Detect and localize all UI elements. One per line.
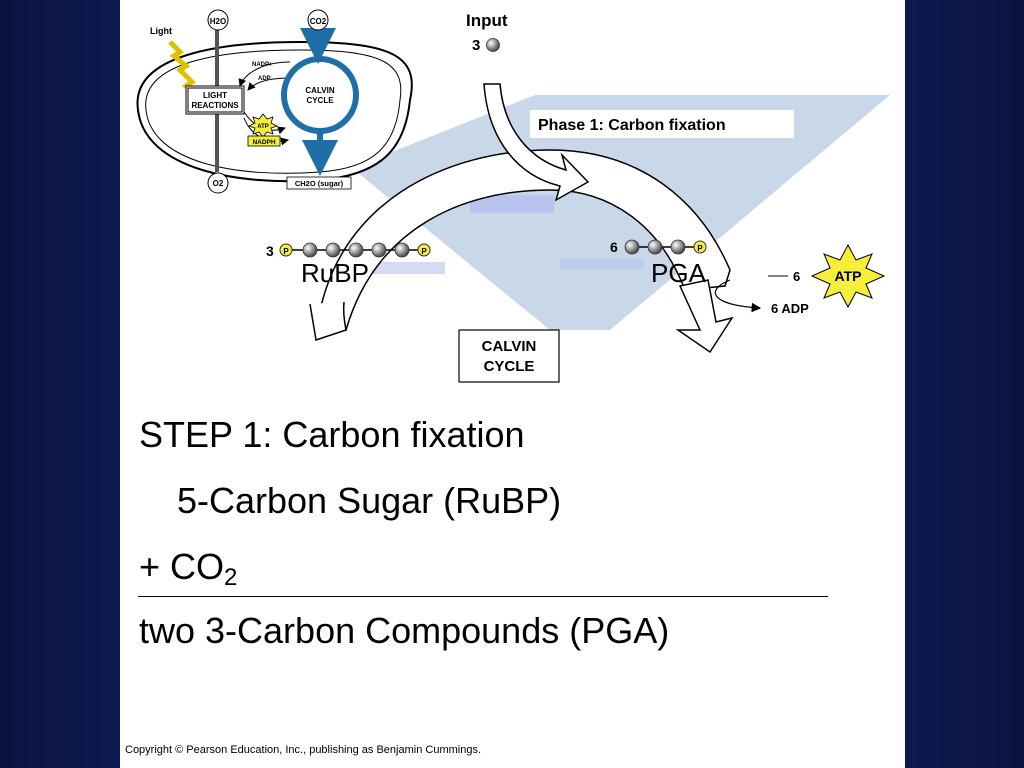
calvin-cycle-diagram: H2O O2 Light LIGHT REACTIONS NADP+ ADP A… [136,9,890,383]
atp-burst-icon [810,243,886,309]
pga-label: PGA [651,258,706,288]
o2-label: O2 [213,179,224,188]
pga-count: 6 [610,239,618,255]
rubp-phosphate-right [417,243,431,257]
inset-cycle-label: CYCLE [306,96,334,105]
svg-text:P: P [283,247,289,256]
svg-text:P: P [421,247,427,256]
divider-line [138,596,828,597]
sugar-label: CH2O (sugar) [295,179,344,188]
zoom-cone [352,95,890,330]
co2-circle [307,9,329,31]
phase-label: Phase 1: Carbon fixation [538,117,726,134]
nadp-label: NADP+ [252,62,273,68]
calvin-circle [281,56,359,134]
rubp-label: RuBP [301,258,369,288]
calvin-box-label-1: CALVIN [482,338,537,355]
co2-text: + CO [139,546,225,587]
cycle-arch [315,149,731,337]
h2o-circle [207,9,229,31]
inset-calvin-label: CALVIN [305,86,334,95]
input-count: 3 [472,37,480,54]
atp-adp-group: 6 ATP 6 ADP [714,243,886,316]
light-label: Light [150,26,172,36]
phase-box [530,110,794,138]
adp-label: ADP [258,76,271,82]
sugar-line: 5-Carbon Sugar (RuBP) [177,480,562,521]
rubp-phosphate-left [279,243,293,257]
input-molecule [486,38,500,52]
light-reactions-label: LIGHT [203,91,227,100]
pga-phosphate [693,240,707,254]
co2-label: CO2 [310,17,327,26]
chloroplast-inset: H2O O2 Light LIGHT REACTIONS NADP+ ADP A… [136,9,413,194]
nadph-label: NADPH [252,139,275,146]
light-bolt-icon [168,40,200,98]
atp-small-label: ATP [257,124,269,130]
o2-circle [207,172,229,194]
calvin-cycle-box [458,329,560,383]
result-line: two 3-Carbon Compounds (PGA) [139,610,670,651]
h2o-label: H2O [210,17,226,26]
atp-label: ATP [835,268,862,284]
input-arrow [483,83,590,202]
step-heading: STEP 1: Carbon fixation [139,414,525,455]
adp-label: 6 ADP [771,301,809,316]
svg-text:P: P [697,244,703,253]
input-label: Input [466,11,508,30]
copyright-notice: Copyright © Pearson Education, Inc., pub… [125,744,482,756]
light-reactions-label-2: REACTIONS [191,101,239,110]
pga-chain: 6 P [610,239,707,255]
cycle-arrow-down [675,279,734,354]
rubp-chain: 3 P P [266,242,431,259]
calvin-box-label-2: CYCLE [484,358,535,375]
slide: H2O O2 Light LIGHT REACTIONS NADP+ ADP A… [120,0,905,768]
co2-subscript: 2 [224,564,238,591]
co2-line: + CO2 [139,546,237,592]
rubp-count: 3 [266,243,274,259]
atp-count: 6 [793,269,800,284]
